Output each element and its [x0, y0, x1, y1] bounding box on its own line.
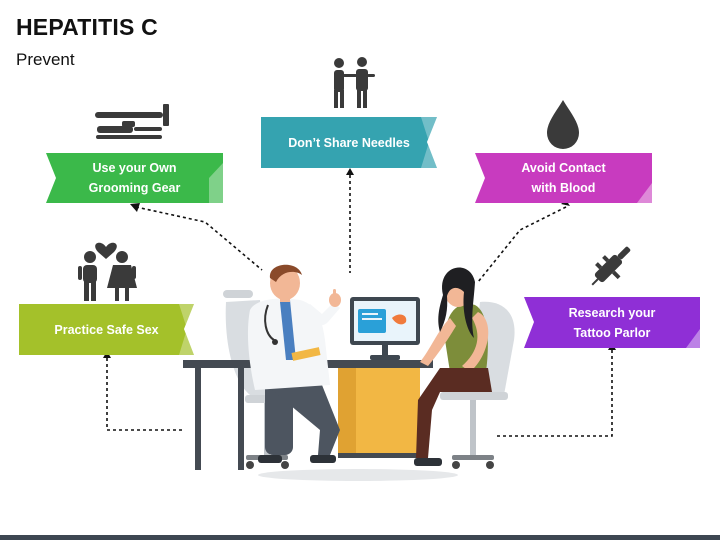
people-sharing-icon [334, 57, 375, 108]
arrow-grooming [130, 203, 140, 212]
couple-heart-icon [78, 242, 137, 301]
doctor-figure [247, 264, 341, 463]
banner-label: Avoid Contact with Blood [521, 161, 606, 195]
connector-lines [106, 175, 613, 437]
connector-tattoo [495, 350, 613, 437]
banner-label: Practice Safe Sex [54, 322, 159, 337]
floor-shadow [258, 469, 458, 481]
banner-dont-share-needles: Don’t Share Needles [261, 117, 437, 168]
connector-blood [477, 206, 567, 283]
consultation-illustration [183, 264, 515, 481]
banner-label: Research your Tattoo Parlor [568, 305, 656, 340]
banner-label: Don’t Share Needles [288, 135, 410, 150]
banner-bg [475, 153, 652, 203]
tattoo-machine-icon [591, 246, 631, 286]
connector-grooming [135, 206, 263, 271]
razor-toothbrush-icon [95, 104, 169, 139]
banner-practice-safe-sex: Practice Safe Sex [19, 304, 194, 355]
banner-label: Use your Own Grooming Gear [88, 161, 181, 195]
slide-title: HEPATITIS C [16, 14, 158, 40]
computer-monitor [350, 297, 420, 360]
slide-subtitle: Prevent [16, 50, 75, 69]
patient-figure [414, 267, 492, 466]
connector-safe-sex [106, 358, 185, 431]
banner-grooming-gear: Use your Own Grooming Gear [46, 153, 223, 203]
blood-drop-icon [547, 100, 579, 149]
banner-avoid-blood-contact: Avoid Contact with Blood [475, 153, 652, 203]
banner-tattoo-parlor: Research your Tattoo Parlor [524, 297, 700, 348]
banner-bg [261, 117, 437, 168]
banner-bg [19, 304, 194, 355]
arrow-blood [561, 200, 570, 206]
footer-bar [0, 535, 720, 540]
banner-bg [524, 297, 700, 348]
arrow-needles [346, 168, 354, 175]
banner-bg [46, 153, 223, 203]
